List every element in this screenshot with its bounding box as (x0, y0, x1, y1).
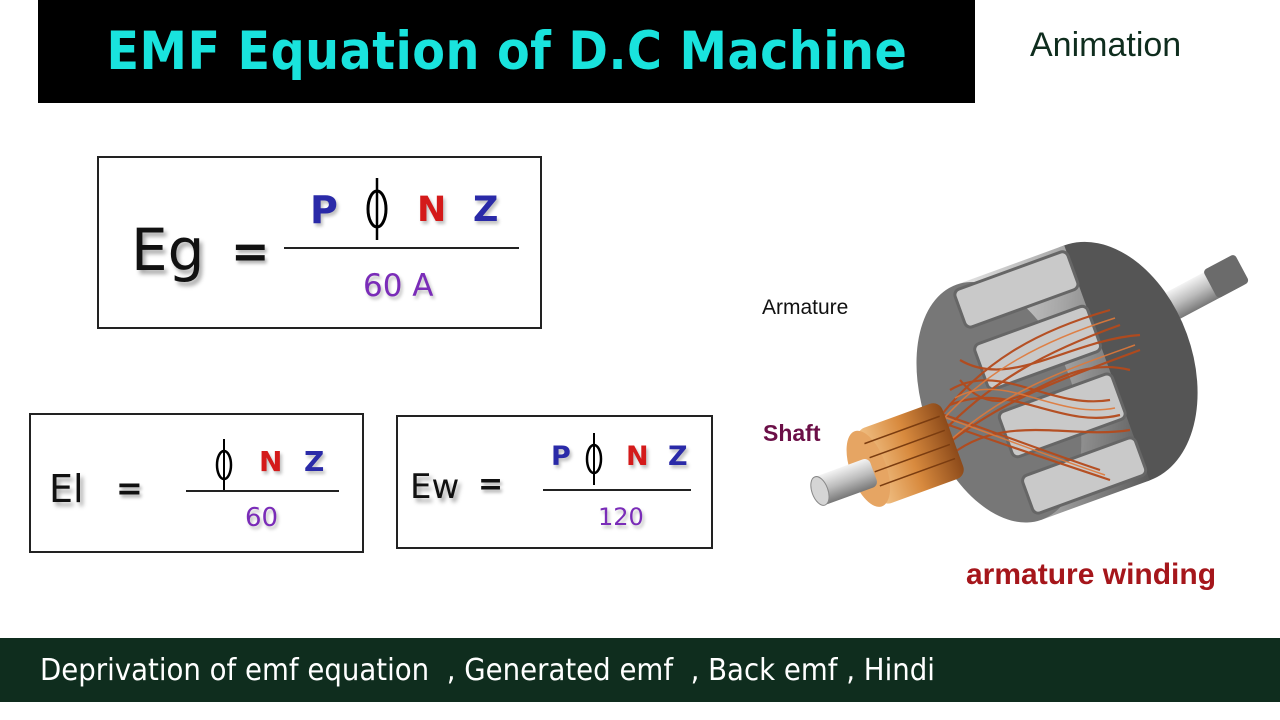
symbol-n: N (626, 441, 649, 472)
equation-lhs: Ew (410, 467, 460, 507)
symbol-n: N (417, 190, 447, 230)
phi-symbol-icon (585, 433, 603, 485)
symbol-n: N (259, 445, 283, 478)
fraction-bar (186, 490, 339, 492)
equation-lhs: El (49, 467, 84, 511)
equals-sign: = (478, 467, 504, 502)
symbol-p: P (551, 441, 571, 472)
animation-badge: Animation (1030, 26, 1182, 64)
equation-lap-emf: El = N Z 60 (29, 413, 364, 553)
page-title: EMF Equation of D.C Machine (106, 21, 907, 82)
equation-generated-emf: Eg = P N Z 60 A (97, 156, 542, 329)
equation-wave-emf: Ew = P N Z 120 (396, 415, 713, 549)
label-armature: Armature (762, 296, 849, 319)
phi-symbol-icon (366, 178, 388, 240)
label-shaft: Shaft (763, 420, 821, 446)
title-banner: EMF Equation of D.C Machine (38, 0, 975, 103)
symbol-z: Z (473, 190, 499, 230)
armature-illustration (810, 241, 1249, 523)
fraction-bar (543, 489, 691, 491)
equals-sign: = (116, 469, 143, 507)
equation-lhs: Eg (131, 216, 205, 284)
symbol-z: Z (304, 445, 325, 478)
phi-symbol-icon (215, 439, 233, 491)
footer-caption: Deprivation of emf equation , Generated … (40, 652, 935, 688)
label-armature-winding: armature winding (966, 558, 1217, 591)
denominator: 120 (598, 503, 644, 531)
symbol-p: P (310, 188, 338, 232)
denominator: 60 A (363, 268, 434, 304)
denominator: 60 (245, 503, 279, 533)
fraction-bar (284, 247, 519, 249)
equals-sign: = (231, 224, 270, 278)
footer-banner: Deprivation of emf equation , Generated … (0, 638, 1280, 702)
symbol-z: Z (668, 441, 688, 472)
